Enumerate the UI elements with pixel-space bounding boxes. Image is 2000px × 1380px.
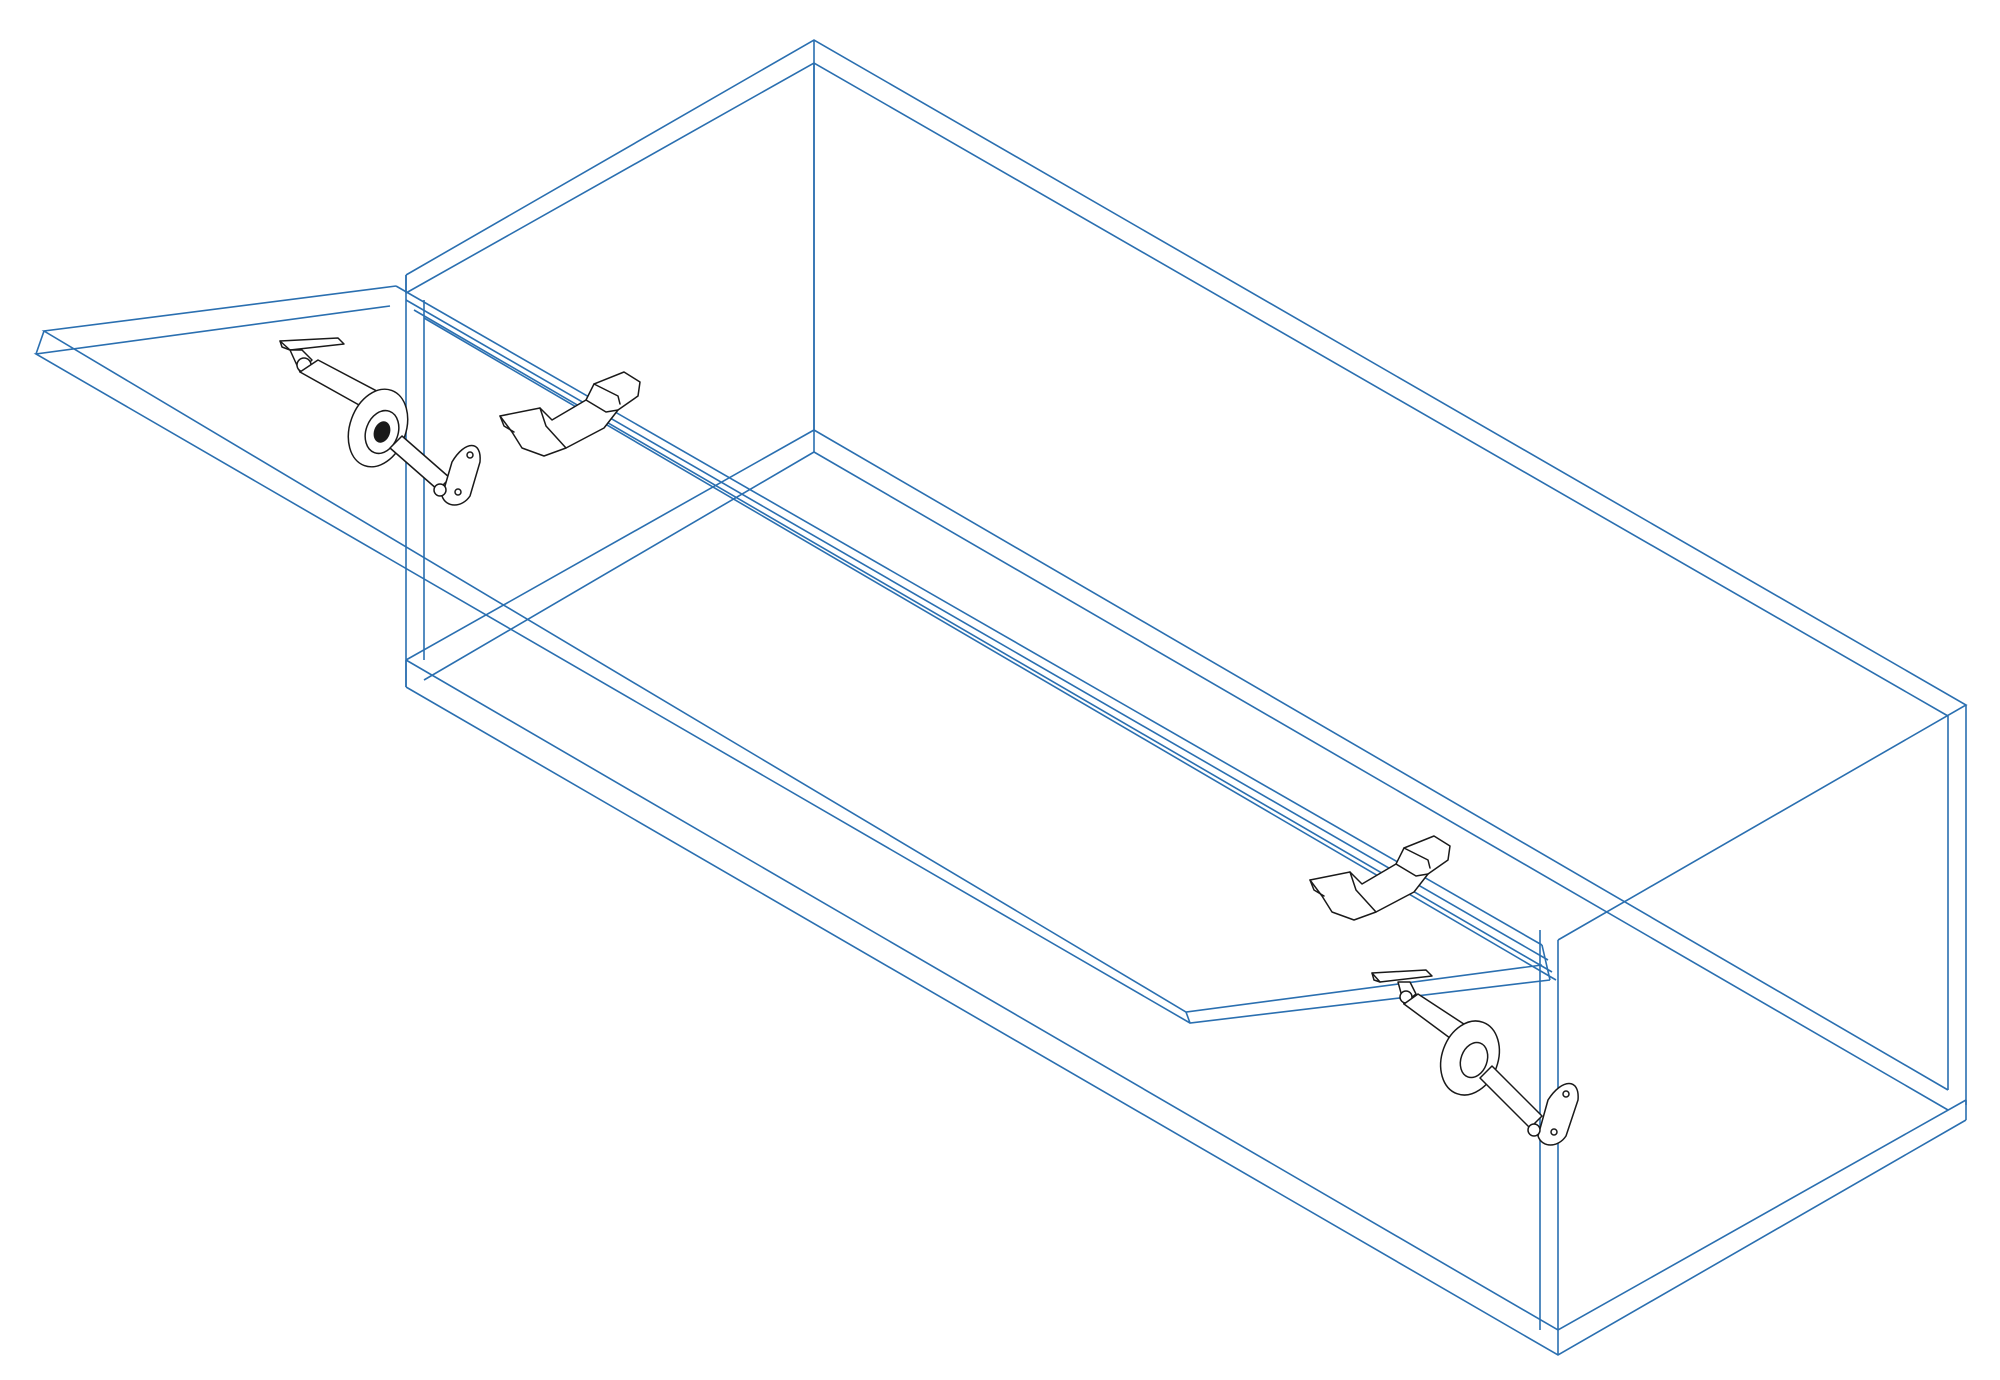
stay-left-bracket-screw-hole-2 [454,488,462,496]
flap-catch-left [499,371,641,457]
stay-right-top-plate [1371,969,1433,983]
stay-right-bracket-screw-hole-1 [1562,1090,1570,1098]
stay-right-lower-pivot [1527,1123,1541,1137]
flap-hinge-line-2 [405,299,1549,961]
flap-left-tip [35,330,45,355]
cabinet-box [405,39,1968,1356]
stay-left-top-plate-edge [279,340,291,351]
catch-right-side [1309,871,1377,913]
stay-left-lower-arm [389,435,451,491]
cabinet-bottom-inner [405,659,1967,1331]
flap-catch-right [1309,835,1451,921]
stay-right-top-plate-edge [1371,972,1381,983]
stay-left-bracket-screw-hole-1 [466,451,474,459]
stay-left-top-plate [279,337,345,351]
flap-inner-edge [33,305,1551,1024]
flap-stay-left [279,337,481,506]
cabinet-bottom-back-edge-inner [423,451,815,681]
stay-left-piston-disc-ring [364,409,400,455]
cabinet-bottom-back-long-outer [813,429,1949,1091]
cabinet-bottom-back-long-inner [813,451,1949,1111]
cabinet-bottom-outer [405,686,1967,1356]
stay-right-lower-arm [1479,1065,1543,1129]
catch-left-side [499,407,567,449]
flap-hinge-line-4 [423,317,1557,981]
cabinet-top-outer [405,39,1968,941]
stay-left-piston-disc-center-icon [373,421,391,443]
flap-hinge-right-link [1541,944,1551,981]
flap-stay-right [1371,969,1579,1146]
flap-outer-edge [41,285,1543,1013]
stay-right-bracket-screw-hole-2 [1550,1128,1558,1136]
flap-right-tip [1185,1011,1191,1024]
stay-left-lower-pivot [433,483,447,497]
stay-right-piston-disc-ring [1459,1041,1489,1079]
flap-hinge-line-1 [395,285,1543,946]
catch-right-body [1309,835,1451,921]
stay-right-lower-bracket [1537,1082,1579,1146]
cabinet-bottom-back-edge-outer [405,429,815,661]
catch-left-slot [585,383,621,413]
stay-left-lower-bracket [441,444,481,506]
catch-left-body [499,371,641,457]
catch-right-slot [1395,847,1431,877]
